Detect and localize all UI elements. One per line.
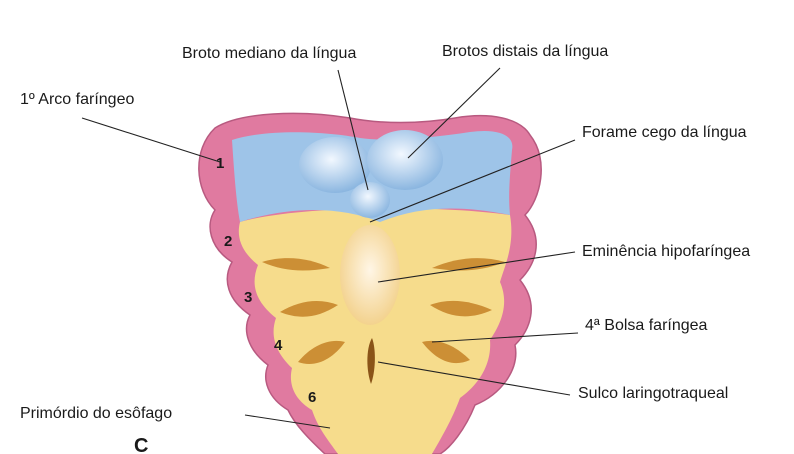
arch-number-2: 2 <box>224 233 232 250</box>
arch-number-1: 1 <box>216 155 224 172</box>
hypopharyngeal-eminence <box>340 225 400 325</box>
label-foramen: Forame cego da língua <box>582 124 747 141</box>
label-median-bud: Broto mediano da língua <box>182 45 356 62</box>
label-arch1: 1º Arco faríngeo <box>20 91 134 108</box>
panel-label: C <box>134 435 148 454</box>
median-bud <box>350 182 390 218</box>
arch-number-6: 6 <box>308 389 316 406</box>
label-hypopharyngeal: Eminência hipofaríngea <box>582 243 750 260</box>
label-groove: Sulco laringotraqueal <box>578 385 728 402</box>
arch-number-3: 3 <box>244 289 252 306</box>
label-esophagus: Primórdio do esôfago <box>20 405 172 422</box>
arch-number-4: 4 <box>274 337 283 354</box>
label-distal-buds: Brotos distais da língua <box>442 43 608 60</box>
leader-arch1 <box>82 118 220 162</box>
distal-bud-right <box>367 130 443 190</box>
label-pouch4: 4ª Bolsa faríngea <box>585 317 708 334</box>
